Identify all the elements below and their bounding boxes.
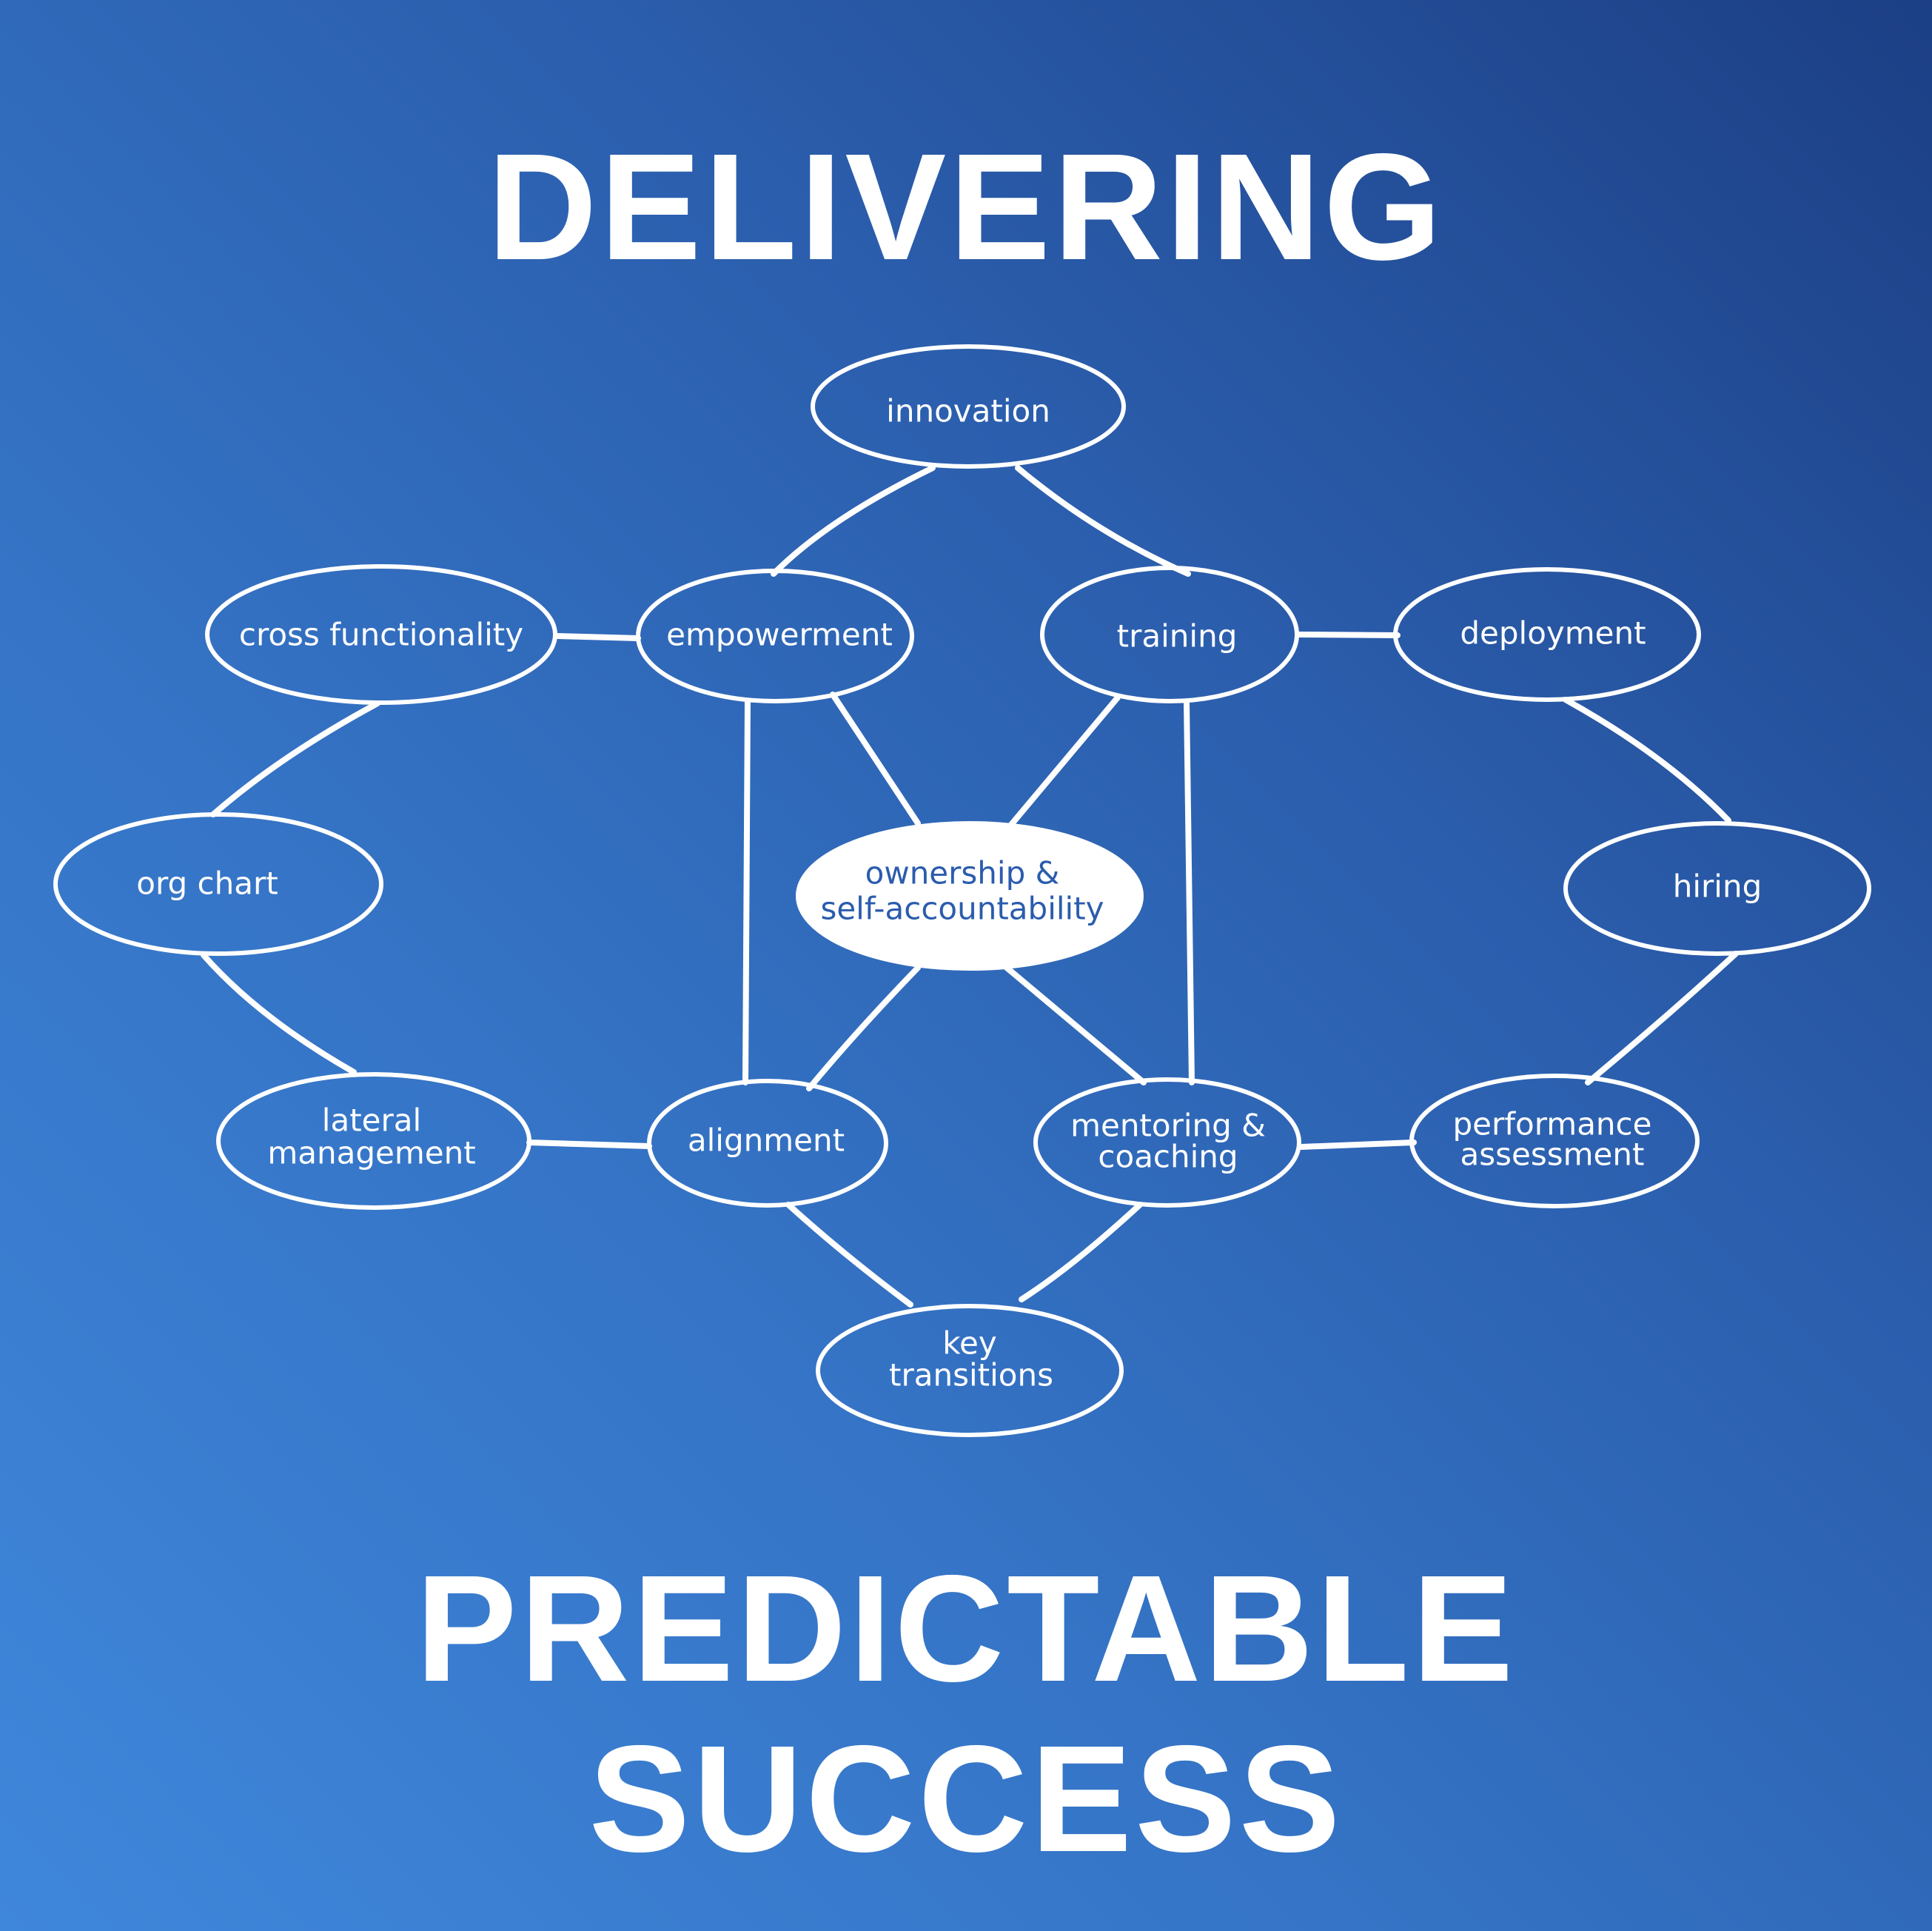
title-predictable: PREDICTABLE bbox=[415, 1544, 1517, 1713]
node-org-chart-shape bbox=[53, 812, 383, 956]
node-org-chart: org chart bbox=[53, 812, 383, 956]
node-label: alignment bbox=[688, 1122, 845, 1159]
node-label: training bbox=[1117, 618, 1238, 655]
edge-deployment-hiring bbox=[1563, 697, 1731, 823]
edge-mentoring-performance bbox=[1298, 1139, 1417, 1150]
edge-mentoring-keytransitions bbox=[1019, 1202, 1143, 1302]
node-label: empowerment bbox=[666, 617, 893, 653]
node-key-transitions-shape bbox=[816, 1304, 1124, 1437]
node-performance-assessment-shape bbox=[1409, 1074, 1700, 1208]
node-deployment: deployment bbox=[1393, 567, 1701, 702]
node-cross-functionality-shape bbox=[205, 564, 557, 705]
node-hiring-shape bbox=[1563, 821, 1871, 956]
node-hiring: hiring bbox=[1563, 821, 1871, 956]
edge-orgchart-lateral bbox=[201, 952, 357, 1075]
edge-training-mentoring bbox=[1184, 699, 1195, 1085]
node-mentoring-coaching-shape bbox=[1033, 1077, 1301, 1208]
node-lateral-management: lateral management bbox=[216, 1072, 531, 1210]
node-label: management bbox=[267, 1135, 475, 1171]
diagram-edges bbox=[201, 465, 1739, 1308]
node-cross-functionality: cross functionality bbox=[205, 564, 557, 705]
node-label: org chart bbox=[136, 866, 278, 902]
node-label: innovation bbox=[886, 393, 1050, 429]
edge-innovation-training bbox=[1015, 465, 1191, 577]
node-label: lateral bbox=[322, 1102, 421, 1139]
node-alignment: alignment bbox=[647, 1079, 888, 1208]
edge-crossfunc-empowerment bbox=[554, 633, 641, 641]
edge-ownership-mentoring bbox=[1004, 965, 1147, 1085]
node-performance-assessment: performance assessment bbox=[1409, 1074, 1700, 1208]
node-deployment-shape bbox=[1393, 567, 1701, 702]
node-empowerment: empowerment bbox=[636, 569, 914, 703]
node-ownership-shape bbox=[796, 821, 1144, 971]
node-label: mentoring & bbox=[1070, 1108, 1266, 1144]
node-label: self-accountability bbox=[820, 891, 1104, 927]
edge-hiring-performance bbox=[1585, 951, 1739, 1085]
edge-ownership-alignment bbox=[806, 965, 921, 1091]
edge-empowerment-ownership bbox=[830, 692, 921, 826]
title-delivering: DELIVERING bbox=[487, 122, 1445, 292]
node-alignment-shape bbox=[647, 1079, 888, 1208]
node-innovation: innovation bbox=[811, 344, 1126, 469]
edge-training-ownership bbox=[1007, 695, 1121, 829]
node-ownership-center: ownership & self-accountability bbox=[796, 821, 1144, 971]
edge-innovation-empowerment bbox=[771, 465, 936, 577]
node-innovation-shape bbox=[811, 344, 1126, 469]
node-label: assessment bbox=[1460, 1137, 1645, 1173]
edge-empowerment-alignment bbox=[742, 699, 751, 1085]
node-lateral-management-shape bbox=[216, 1072, 531, 1210]
node-training: training bbox=[1040, 566, 1299, 703]
node-key-transitions: key transitions bbox=[816, 1304, 1124, 1437]
node-mentoring-coaching: mentoring & coaching bbox=[1033, 1077, 1301, 1208]
title-success: SUCCESS bbox=[588, 1714, 1344, 1884]
edge-alignment-keytransitions bbox=[785, 1202, 913, 1308]
node-training-shape bbox=[1040, 566, 1299, 703]
node-empowerment-shape bbox=[636, 569, 914, 703]
node-label: ownership & bbox=[865, 855, 1060, 891]
node-label: coaching bbox=[1098, 1139, 1238, 1175]
node-label: key bbox=[942, 1325, 997, 1362]
node-label: deployment bbox=[1460, 615, 1646, 652]
edge-crossfunc-orgchart bbox=[210, 700, 380, 817]
node-label: cross functionality bbox=[239, 617, 523, 653]
node-label: transitions bbox=[889, 1357, 1053, 1393]
node-label: performance bbox=[1453, 1106, 1652, 1142]
node-label: hiring bbox=[1673, 869, 1762, 905]
edge-lateral-alignment bbox=[526, 1139, 652, 1149]
